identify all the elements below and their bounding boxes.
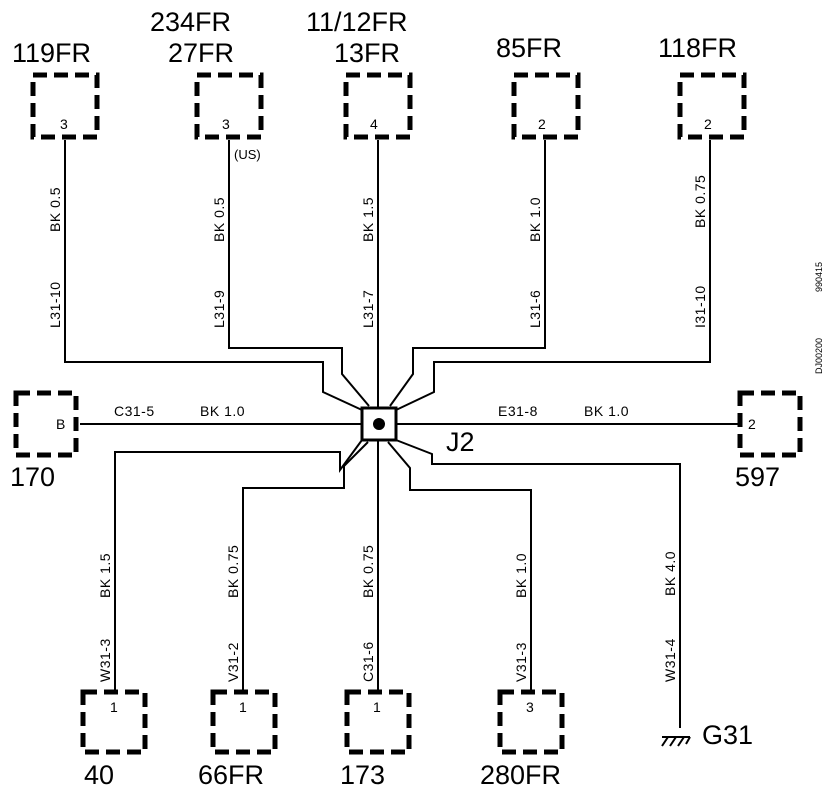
- connector-pin: 1: [239, 699, 247, 715]
- connector-box: [497, 689, 565, 755]
- wire-66fr: [242, 441, 369, 692]
- wire-spec-label: BK 0.5: [47, 187, 63, 232]
- connector-name: 119FR: [12, 38, 91, 68]
- connector-pin: 1: [110, 699, 118, 715]
- connector-box: [30, 72, 100, 140]
- connector-119fr: 3 119FR: [12, 38, 100, 140]
- wire-id-label: V31-2: [225, 642, 241, 682]
- splice-label: J2: [446, 427, 475, 457]
- connector-name: 85FR: [496, 33, 562, 63]
- splice-dot: [373, 418, 385, 430]
- connector-pin: 2: [538, 116, 546, 132]
- wire-280fr: [387, 441, 532, 692]
- wire-85fr: [389, 140, 546, 407]
- connector-280fr: 3 280FR: [480, 689, 565, 790]
- wire-spec-label: BK 1.5: [97, 553, 113, 598]
- wire-id-label: L31-7: [360, 290, 376, 328]
- connector-40: 1 40: [80, 689, 148, 790]
- connector-box: [13, 390, 79, 458]
- wire-labels-side: C31-5 BK 1.0 E31-8 BK 1.0: [114, 403, 629, 419]
- connector-box: [210, 689, 278, 755]
- connector-pin: 3: [526, 699, 534, 715]
- connector-name: 13FR: [334, 38, 400, 68]
- connector-118fr: 2 118FR: [658, 33, 747, 140]
- wire-id-label: L31-10: [47, 281, 63, 328]
- ground-g31: G31: [661, 720, 753, 750]
- connector-box: [80, 689, 148, 755]
- wire-id-label: L31-9: [211, 290, 227, 328]
- wire-spec-label: BK 4.0: [662, 551, 678, 596]
- wire-spec-label: BK 1.0: [200, 403, 245, 419]
- wire-g31: [395, 439, 681, 728]
- connector-box: [737, 390, 803, 458]
- wire-id-label: I31-10: [692, 285, 708, 328]
- wire-spec-label: BK 0.5: [211, 197, 227, 242]
- wire-id-label: V31-3: [513, 642, 529, 682]
- connector-name: 11/12FR: [306, 7, 408, 37]
- ground-icon-hatch: [661, 736, 669, 747]
- connector-name: 234FR: [150, 7, 231, 37]
- connector-box: [677, 72, 747, 140]
- splice-j2: J2: [360, 406, 475, 457]
- ground-icon-hatch: [685, 736, 691, 745]
- connector-597: 2 597: [735, 390, 803, 492]
- connector-name: 118FR: [658, 33, 737, 63]
- wire-id-label: L31-6: [527, 290, 543, 328]
- connector-name: 173: [340, 760, 385, 790]
- connector-pin: B: [56, 416, 65, 432]
- wire-spec-label: BK 0.75: [692, 175, 708, 228]
- connector-173: 1 173: [340, 689, 412, 790]
- connector-box: [344, 689, 412, 755]
- wire-id-label: E31-8: [498, 403, 538, 419]
- wire-27fr: [228, 140, 370, 407]
- connector-13fr: 4 11/12FR 13FR: [306, 7, 413, 140]
- wire-119fr: [64, 140, 363, 411]
- connector-box: [194, 72, 264, 140]
- wire-spec-label: BK 1.5: [360, 197, 376, 242]
- connector-pin: 2: [704, 116, 712, 132]
- region-note: (US): [234, 147, 261, 162]
- wire-id-label: W31-4: [662, 638, 678, 682]
- connector-85fr: 2 85FR: [496, 33, 581, 140]
- wire-118fr: [395, 140, 711, 411]
- connector-box: [343, 72, 413, 140]
- connector-pin: 2: [748, 416, 756, 432]
- connector-170: B 170: [10, 390, 79, 492]
- doc-code: 990415: [814, 262, 824, 292]
- wire-id-label: W31-3: [97, 638, 113, 682]
- connector-name: 170: [10, 462, 55, 492]
- doc-code: DJ00200: [814, 338, 824, 374]
- wire-labels-bottom: W31-3 BK 1.5 V31-2 BK 0.75 C31-6 BK 0.75…: [97, 545, 678, 682]
- ground-icon-hatch: [677, 736, 685, 747]
- wires: [64, 140, 740, 728]
- connector-name: 597: [735, 462, 780, 492]
- ground-icon-hatch: [669, 736, 677, 747]
- connector-name: 280FR: [480, 760, 561, 790]
- wire-spec-label: BK 0.75: [225, 545, 241, 598]
- connector-name: 40: [84, 760, 114, 790]
- connector-pin: 3: [222, 116, 230, 132]
- connector-name: 66FR: [198, 760, 264, 790]
- connector-box: [511, 72, 581, 140]
- wire-spec-label: BK 1.0: [584, 403, 629, 419]
- wire-spec-label: BK 1.0: [527, 197, 543, 242]
- ground-label: G31: [702, 720, 753, 750]
- connector-pin: 1: [373, 699, 381, 715]
- document-codes: DJ00200 990415: [814, 262, 824, 374]
- connector-66fr: 1 66FR: [198, 689, 278, 790]
- wire-40: [114, 439, 363, 692]
- wire-labels-top: L31-10 BK 0.5 L31-9 BK 0.5 L31-7 BK 1.5 …: [47, 175, 708, 328]
- wire-id-label: C31-6: [360, 641, 376, 682]
- connector-27fr: 3 234FR 27FR (US): [150, 7, 264, 162]
- wire-spec-label: BK 0.75: [360, 545, 376, 598]
- connector-name: 27FR: [168, 38, 234, 68]
- connector-pin: 4: [370, 116, 378, 132]
- connector-pin: 3: [60, 116, 68, 132]
- wire-spec-label: BK 1.0: [513, 553, 529, 598]
- wire-id-label: C31-5: [114, 403, 155, 419]
